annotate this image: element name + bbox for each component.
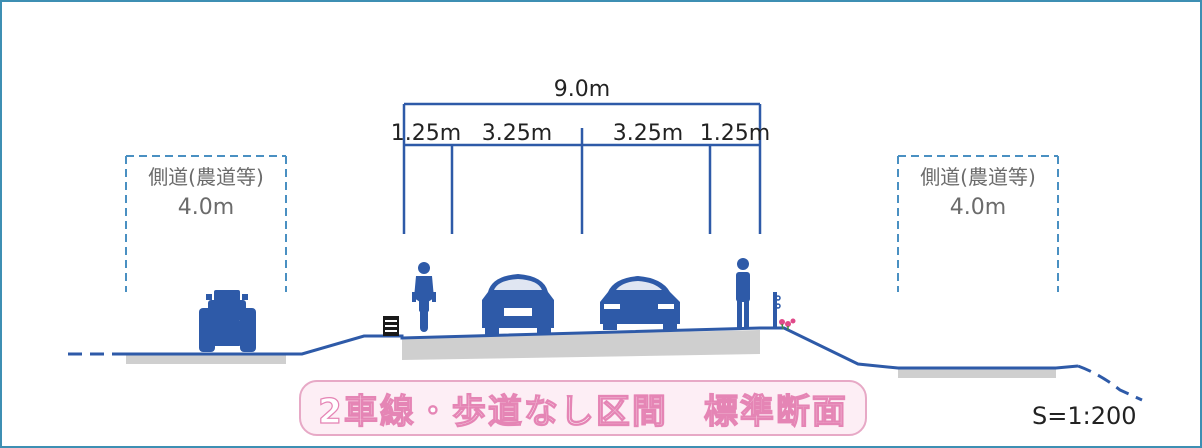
guard-post-icon <box>773 292 781 328</box>
section-title: 2車線・歩道なし区間 標準断面 <box>318 391 848 432</box>
segment-label-3: 3.25m <box>613 121 683 146</box>
right-side-road-label: 側道(農道等) <box>920 165 1036 189</box>
flower-icon <box>779 318 796 330</box>
segment-label-4: 1.25m <box>700 121 770 146</box>
right-side-road-width: 4.0m <box>950 195 1006 220</box>
tractor-icon <box>199 290 256 352</box>
right-ground-dashed <box>1077 364 1143 402</box>
left-side-road-width: 4.0m <box>178 195 234 220</box>
section-title-box: 2車線・歩道なし区間 標準断面 <box>299 380 867 436</box>
scale-label: S=1:200 <box>1032 402 1137 430</box>
total-width-label: 9.0m <box>554 77 610 102</box>
terrain-profile <box>68 326 1143 402</box>
ground-line <box>126 326 1079 370</box>
segment-label-1: 1.25m <box>391 121 461 146</box>
left-side-road-label: 側道(農道等) <box>148 165 264 189</box>
left-side-road-guide <box>125 155 287 292</box>
car-rear-icon <box>482 274 554 335</box>
right-side-road-slab <box>898 368 1056 378</box>
road-base-slab <box>402 330 760 360</box>
segment-label-2: 3.25m <box>482 121 552 146</box>
cyclist-icon <box>412 262 436 332</box>
right-side-road-guide <box>897 155 1059 292</box>
car-front-icon <box>600 276 680 330</box>
drain-icon <box>383 316 399 336</box>
dimension-lines <box>402 102 762 234</box>
pedestrian-icon <box>736 258 750 328</box>
left-side-road-slab <box>126 354 286 364</box>
